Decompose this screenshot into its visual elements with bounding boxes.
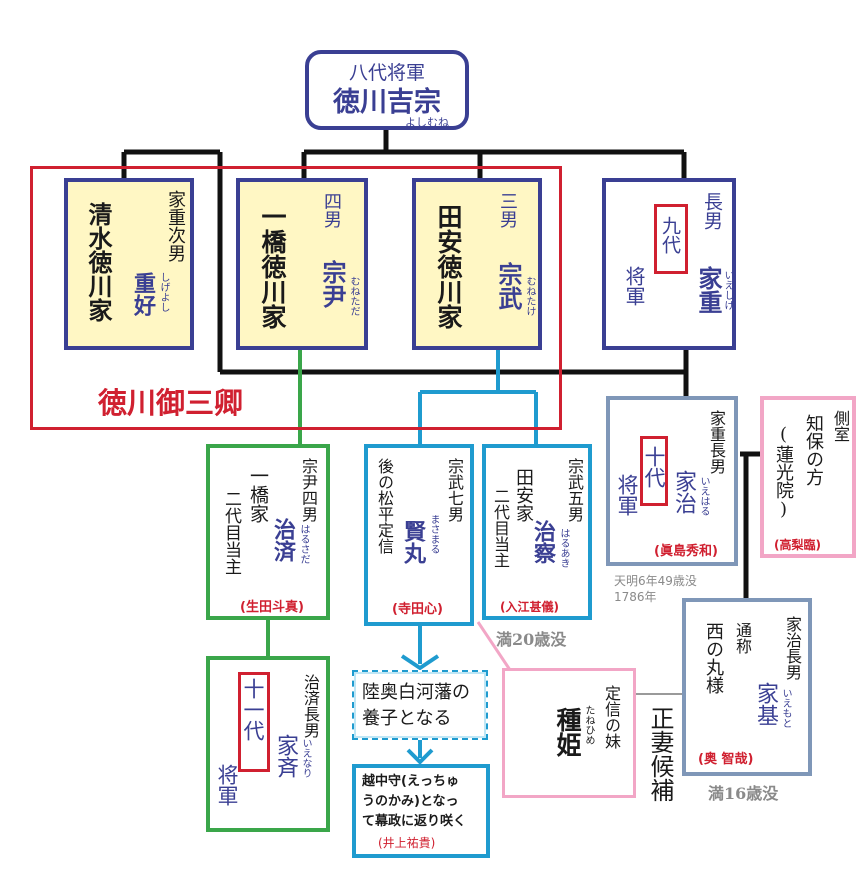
- ieharu-ruby: いえはる: [698, 476, 709, 516]
- hitotsubashi-house: 一橋徳川家: [258, 204, 287, 329]
- iemoto-actor: (奥 智哉): [698, 752, 754, 767]
- chiho-alias: (蓮光院): [773, 424, 794, 520]
- cyan-lines: [400, 348, 538, 765]
- echizen-line3: て幕政に返り咲く: [362, 814, 467, 829]
- shimizu-relation: 家重次男: [165, 190, 186, 262]
- haruaki-relation: 宗武五男: [565, 458, 584, 522]
- chiho-title: 側室: [831, 410, 850, 442]
- haruaki-note: 二代目当主: [491, 488, 510, 568]
- iemoto-alias: 西の丸様: [703, 622, 724, 694]
- chiho-name: 知保の方: [803, 414, 824, 486]
- yoshimune-ruby: よしむね: [405, 116, 449, 129]
- pink-line: [476, 621, 516, 677]
- ieharu-relation: 家重長男: [707, 410, 726, 474]
- haruaki-death: 満20歳没: [496, 630, 567, 649]
- hitotsubashi-relation: 四男: [321, 192, 342, 228]
- masamaru-actor: (寺田心): [392, 602, 443, 617]
- ieharu-rank: 十代: [642, 446, 666, 488]
- ieshige-name: 家重: [694, 266, 723, 314]
- ienari-title: 将軍: [215, 764, 239, 806]
- hitotsubashi-ruby: むねただ: [348, 276, 359, 316]
- haruaki-box: 宗武五男 田安家 二代目当主 治察 はるあき (入江甚儀): [482, 444, 592, 620]
- shimizu-house: 清水徳川家: [84, 202, 113, 322]
- harusada-name: 治済: [270, 518, 296, 562]
- echizen-line2: うのかみ)となっ: [362, 794, 459, 809]
- gosankyo-label: 徳川御三卿: [98, 386, 244, 420]
- ienari-name: 家斉: [273, 734, 298, 778]
- iemoto-relation: 家治長男: [783, 616, 802, 680]
- ieshige-rank: 九代: [659, 216, 681, 254]
- yoshimune-rank: 八代将軍: [348, 62, 425, 84]
- iemoto-ruby: いえもと: [780, 688, 791, 728]
- echizen-line1: 越中守(えっちゅ: [362, 774, 459, 789]
- taneme-box: 定信の妹 種姫 たねひめ: [502, 668, 636, 798]
- ieshige-rank-frame: [654, 204, 688, 274]
- iemoto-alias-label: 通称: [733, 622, 752, 654]
- ienari-relation: 治済長男: [301, 674, 320, 738]
- harusada-box: 宗尹四男 一橋家 二代目当主 治済 はるさだ (生田斗真): [206, 444, 330, 620]
- ieharu-death: 天明6年49歳没: [614, 574, 697, 588]
- masamaru-relation: 宗武七男: [445, 458, 464, 522]
- harusada-ruby: はるさだ: [298, 524, 309, 564]
- yoshimune-name: 徳川吉宗: [333, 87, 441, 118]
- haruaki-ruby: はるあき: [558, 528, 569, 568]
- ienari-rank-frame: [238, 672, 270, 772]
- yoshimune-box: 八代将軍 徳川吉宗 よしむね: [305, 50, 469, 130]
- harusada-note: 二代目当主: [221, 490, 241, 575]
- haruaki-house: 田安家: [513, 468, 534, 522]
- ieharu-box: 家重長男 十代 将軍 家治 いえはる (眞島秀和): [606, 396, 738, 566]
- shimizu-ruby: しげよし: [158, 272, 169, 312]
- iemoto-name: 家基: [753, 682, 778, 726]
- iemoto-box: 家治長男 通称 西の丸様 家基 いえもと (奥 智哉): [682, 598, 812, 776]
- black-lines: [121, 130, 760, 598]
- seisai-label: 正妻候補: [646, 706, 674, 802]
- ieharu-name: 家治: [671, 470, 696, 514]
- tayasu-house: 田安徳川家: [434, 204, 463, 329]
- masamaru-box: 宗武七男 後の松平定信 賢丸 まさまる (寺田心): [364, 444, 474, 626]
- shirakawa-line1: 陸奥白河藩の: [362, 682, 470, 703]
- echizen-box: 越中守(えっちゅ うのかみ)となっ て幕政に返り咲く (井上祐貴): [352, 764, 490, 858]
- shirakawa-box: 陸奥白河藩の 養子となる: [352, 670, 488, 740]
- haruaki-actor: (入江甚儀): [500, 600, 559, 614]
- hitotsubashi-box: 四男 宗尹 むねただ 一橋徳川家: [236, 178, 368, 350]
- shirakawa-line2: 養子となる: [362, 708, 452, 729]
- taneme-note: 定信の妹: [602, 685, 621, 749]
- harusada-house: 一橋家: [247, 466, 269, 523]
- shimizu-name: 重好: [130, 272, 156, 316]
- shimizu-box: 家重次男 重好 しげよし 清水徳川家: [64, 178, 194, 350]
- ienari-ruby: いえなり: [300, 738, 311, 778]
- masamaru-note: 後の松平定信: [375, 458, 394, 554]
- ieshige-relation: 長男: [701, 192, 723, 230]
- masamaru-name: 賢丸: [400, 520, 426, 564]
- iemoto-death: 満16歳没: [708, 784, 779, 803]
- ieharu-rank-frame: [640, 436, 668, 506]
- ieshige-title: 将軍: [622, 266, 646, 306]
- haruaki-name: 治察: [530, 520, 556, 564]
- tayasu-name: 宗武: [494, 262, 523, 310]
- tayasu-box: 三男 宗武 むねたけ 田安徳川家: [412, 178, 542, 350]
- ieshige-box: 長男 九代 将軍 家重 いえしげ: [602, 178, 736, 350]
- ieshige-ruby: いえしげ: [722, 270, 733, 310]
- chiho-actor: (高梨臨): [774, 538, 821, 552]
- harusada-relation: 宗尹四男: [299, 458, 318, 522]
- taneme-name: 種姫: [553, 707, 582, 757]
- masamaru-ruby: まさまる: [428, 514, 439, 554]
- gosankyo-frame: [30, 166, 562, 430]
- ieharu-year: 1786年: [614, 590, 657, 604]
- ieharu-title: 将軍: [615, 474, 639, 516]
- echizen-actor: (井上祐貴): [378, 836, 436, 850]
- chiho-box: 側室 知保の方 (蓮光院) (高梨臨): [760, 396, 856, 558]
- ienari-rank: 十一代: [241, 678, 265, 741]
- tayasu-relation: 三男: [497, 192, 518, 228]
- tayasu-ruby: むねたけ: [524, 276, 535, 316]
- harusada-actor: (生田斗真): [240, 600, 304, 615]
- taneme-ruby: たねひめ: [583, 705, 594, 745]
- hitotsubashi-name: 宗尹: [318, 260, 347, 308]
- ienari-box: 治済長男 十一代 将軍 家斉 いえなり: [206, 656, 330, 832]
- ieharu-actor: (眞島秀和): [654, 544, 718, 559]
